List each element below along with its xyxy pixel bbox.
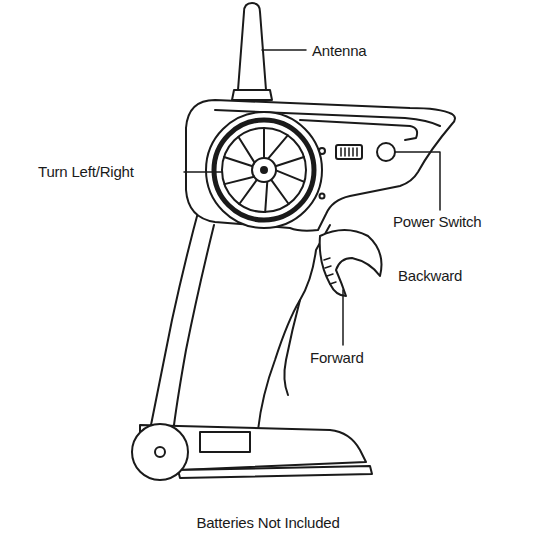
base-wheel bbox=[132, 424, 188, 480]
switch-ridges bbox=[341, 148, 357, 156]
power-switch bbox=[336, 145, 362, 159]
wheel-spoke bbox=[224, 177, 257, 204]
wheel-tyre bbox=[214, 120, 314, 220]
part-label: Power Switch bbox=[393, 213, 481, 231]
grip-contour bbox=[284, 300, 300, 395]
wheel-spoke bbox=[264, 128, 288, 159]
trigger bbox=[320, 230, 382, 296]
leader-line bbox=[342, 290, 344, 345]
wheel-hub bbox=[252, 158, 276, 182]
head-housing bbox=[186, 100, 455, 231]
leader-line bbox=[395, 152, 440, 210]
wheel-spoke bbox=[275, 157, 304, 182]
antenna bbox=[238, 3, 266, 90]
trigger-grip bbox=[324, 258, 336, 284]
part-label: Forward bbox=[310, 349, 364, 367]
part-label: Backward bbox=[398, 267, 462, 285]
part-label: Antenna bbox=[312, 42, 366, 60]
head-panel bbox=[300, 120, 417, 140]
antenna-base bbox=[232, 90, 272, 100]
leader-line bbox=[184, 171, 222, 173]
indicator-dot bbox=[320, 194, 325, 199]
battery-cover bbox=[200, 432, 250, 452]
wheel-spokes bbox=[224, 128, 304, 212]
grip-edge bbox=[174, 225, 214, 425]
wheel-spoke bbox=[224, 137, 254, 167]
wheel-spoke bbox=[265, 180, 288, 212]
base-wheel-axle bbox=[155, 447, 165, 457]
wheel-rim bbox=[222, 128, 306, 212]
steering-wheel bbox=[206, 112, 322, 228]
power-button bbox=[377, 143, 395, 161]
base-plate bbox=[178, 466, 372, 478]
wheel-hub-center bbox=[261, 167, 267, 173]
grip bbox=[150, 205, 330, 430]
caption: Batteries Not Included bbox=[196, 514, 339, 532]
part-label: Turn Left/Right bbox=[38, 163, 134, 181]
leader-line bbox=[262, 49, 306, 51]
